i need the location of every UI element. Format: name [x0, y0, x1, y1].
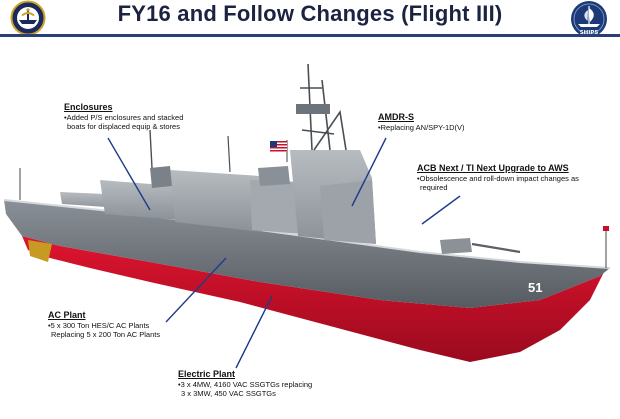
jack-flag — [603, 226, 609, 231]
us-flag-icon — [270, 140, 288, 162]
aft-mast-2 — [227, 135, 231, 173]
callout-line: 3 x 3MW, 450 VAC SSGTGs — [181, 389, 276, 399]
aft-funnel — [150, 166, 172, 188]
hull-number: 51 — [528, 280, 542, 295]
title-divider — [0, 34, 620, 37]
callout-line: •Obsolescence and roll-down impact chang… — [417, 174, 579, 183]
callout-heading: AMDR-S — [378, 112, 414, 122]
header-bar — [0, 0, 620, 34]
forward-funnel — [258, 166, 290, 186]
callout-line: •Replacing AN/SPY-1D(V) — [378, 123, 465, 132]
navy-seal-icon — [10, 0, 46, 36]
callout-enclosures: Enclosures •Added P/S enclosures and sta… — [64, 102, 183, 132]
hull-gray — [4, 200, 610, 308]
callout-heading: ACB Next / TI Next Upgrade to AWS — [417, 163, 569, 173]
radar-face-block — [320, 180, 376, 244]
callout-line: •Added P/S enclosures and stacked — [64, 113, 184, 122]
ship-illustration: 51 — [3, 63, 611, 362]
propeller — [28, 240, 52, 262]
gun-barrel — [471, 242, 521, 254]
page-title: FY16 and Follow Changes (Flight III) — [117, 1, 503, 26]
callout-acb: ACB Next / TI Next Upgrade to AWS •Obsol… — [417, 163, 579, 193]
forward-stack-base — [250, 180, 302, 234]
callout-line: Replacing 5 x 200 Ton AC Plants — [51, 330, 161, 340]
callout-heading: Enclosures — [64, 102, 113, 112]
callout-heading: AC Plant — [48, 310, 86, 320]
callout-heading: Electric Plant — [178, 369, 236, 379]
callout-ac-plant: AC Plant •5 x 300 Ton HES/C AC Plants Re… — [48, 310, 160, 340]
callout-line: required — [420, 183, 448, 193]
aft-mast — [149, 129, 153, 169]
callout-line: •3 x 4MW, 4160 VAC SSGTGs replacing — [178, 380, 313, 389]
ships-logo-text: SHIPS — [580, 30, 599, 36]
callout-electric-plant: Electric Plant •3 x 4MW, 4160 VAC SSGTGs… — [178, 369, 312, 399]
ships-logo-icon: SHIPS — [571, 1, 607, 37]
mast-platform — [296, 104, 330, 114]
callout-line: •5 x 300 Ton HES/C AC Plants — [48, 321, 150, 330]
callout-line: boats for displaced equip & stores — [67, 122, 180, 132]
hangar — [170, 170, 262, 232]
forward-gun-mount — [440, 238, 472, 254]
callout-amdr: AMDR-S •Replacing AN/SPY-1D(V) — [378, 112, 465, 132]
